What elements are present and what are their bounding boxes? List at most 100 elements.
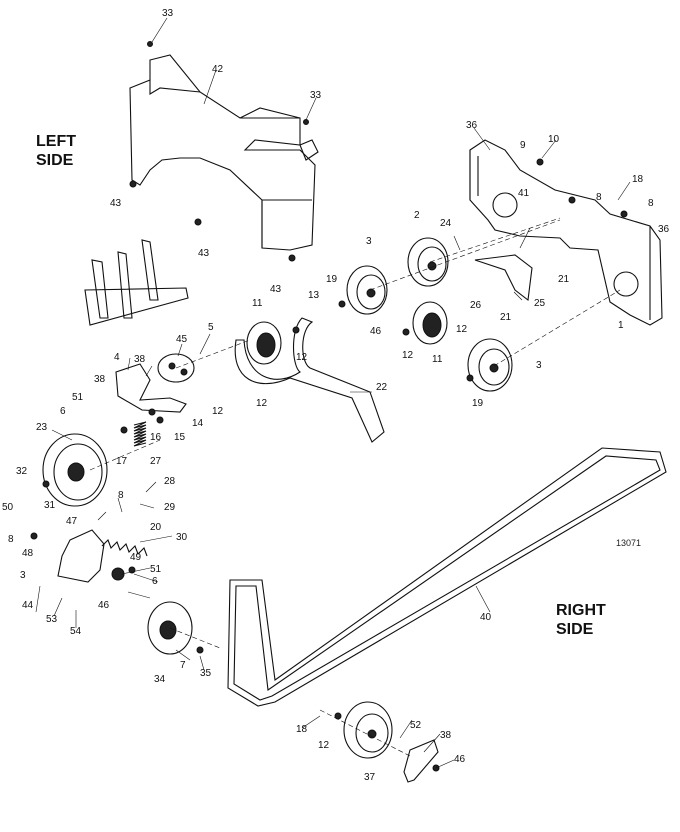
callout-51: 51 [150,564,162,575]
pulley-3-lower [467,338,513,392]
callout-3: 3 [536,360,542,371]
electric-clutch [42,433,108,507]
callout-23: 23 [36,422,48,433]
callout-51: 51 [72,392,84,403]
callout-19: 19 [326,274,338,285]
callout-18: 18 [296,724,308,735]
callout-52: 52 [410,720,422,731]
callout-38: 38 [440,730,452,741]
callout-24: 24 [440,218,452,229]
pulley-2 [407,237,449,287]
callout-48: 48 [22,548,34,559]
callout-numbers: 33 42 33 43 43 43 36 10 9 8 18 8 36 41 2… [2,8,670,783]
callout-30: 30 [176,532,188,543]
callout-43: 43 [110,198,122,209]
callout-46: 46 [454,754,466,765]
callout-37: 37 [364,772,376,783]
callout-44: 44 [22,600,34,611]
callout-11: 11 [432,354,443,365]
hardware [30,41,628,772]
callout-11: 11 [252,298,263,309]
callout-8: 8 [8,534,14,545]
callout-46: 46 [370,326,382,337]
right-side-label: RIGHT SIDE [556,601,606,639]
callout-36: 36 [466,120,478,131]
callout-38: 38 [94,374,106,385]
callout-35: 35 [200,668,212,679]
callout-50: 50 [2,502,14,513]
bracket [474,254,533,302]
pulley-34 [147,601,193,655]
left-side-label-line1: LEFT [36,133,76,150]
callout-4: 4 [114,352,120,363]
callout-33: 33 [162,8,174,19]
left-side-label-line2: SIDE [36,152,74,169]
right-side-label-line1: RIGHT [556,602,606,619]
callout-38: 38 [134,354,146,365]
callout-19: 19 [472,398,484,409]
pulley-37 [343,701,393,759]
callout-3: 3 [20,570,26,581]
callout-8: 8 [596,192,602,203]
callout-12: 12 [318,740,330,751]
callout-21: 21 [500,312,512,323]
callout-8: 8 [118,490,124,501]
callout-12: 12 [456,324,468,335]
belt-22 [234,317,385,443]
callout-27: 27 [150,456,162,467]
callout-15: 15 [174,432,186,443]
callout-10: 10 [548,134,560,145]
callout-12: 12 [296,352,308,363]
callout-7: 7 [180,660,186,671]
callout-1: 1 [618,320,624,331]
callout-43: 43 [198,248,210,259]
belt-40 [227,447,667,707]
pulley-11-left [246,321,282,365]
callout-36: 36 [658,224,670,235]
callout-17: 17 [116,456,128,467]
left-side-label: LEFT SIDE [36,132,76,170]
idler-arm-4 [115,363,187,413]
callout-8: 8 [648,198,654,209]
callout-34: 34 [154,674,166,685]
callout-41: 41 [518,188,530,199]
callout-20: 20 [150,522,162,533]
callout-42: 42 [212,64,224,75]
callout-5: 5 [208,322,214,333]
callout-53: 53 [46,614,58,625]
callout-13: 13 [308,290,320,301]
callout-9: 9 [520,140,526,151]
right-side-label-line2: SIDE [556,621,594,638]
figure-number: 13071 [616,538,642,548]
callout-28: 28 [164,476,176,487]
callout-6: 6 [60,406,66,417]
spring-27 [133,421,147,447]
callout-16: 16 [150,432,162,443]
callout-45: 45 [176,334,188,345]
pulley-11-right [412,301,448,345]
callout-18: 18 [632,174,644,185]
callout-21: 21 [558,274,570,285]
callout-12: 12 [256,398,268,409]
callout-26: 26 [470,300,482,311]
callout-31: 31 [44,500,56,511]
callout-3: 3 [366,236,372,247]
bracket-47 [57,529,105,583]
right-side-frame-plate [469,139,663,326]
callout-14: 14 [192,418,204,429]
callout-47: 47 [66,516,78,527]
callout-2: 2 [414,210,420,221]
bracket-38 [403,739,439,783]
callout-29: 29 [164,502,176,513]
callout-32: 32 [16,466,28,477]
pulley-3-upper [346,265,388,315]
callout-6: 6 [152,576,158,587]
callout-12: 12 [212,406,224,417]
callout-54: 54 [70,626,82,637]
spring-20 [101,539,148,557]
callout-40: 40 [480,612,492,623]
callout-33: 33 [310,90,322,101]
left-side-cover [129,54,319,251]
idler-arm-45 [157,353,195,383]
